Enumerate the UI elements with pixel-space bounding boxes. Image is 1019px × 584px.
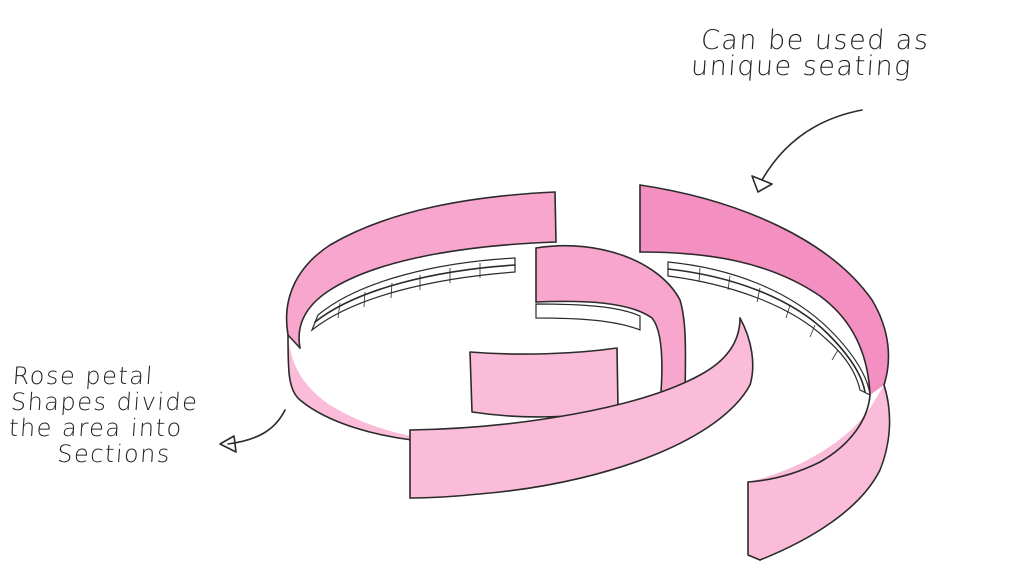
inner-petal-wall [469, 347, 619, 418]
petal-annotation-line-4: Sections [56, 440, 172, 468]
bench-slats [337, 263, 839, 361]
seating-annotation-line-2: unique seating [690, 51, 914, 82]
center-wall-face [536, 245, 686, 405]
arrow-to-outer-wall-icon [751, 109, 863, 193]
front-curved-wall [409, 317, 754, 499]
right-bench [667, 261, 871, 397]
left-petal-outer-face [287, 335, 412, 440]
petal-annotation-line-1: Rose petal [11, 362, 155, 390]
petal-annotation-line-3: the area into [8, 414, 184, 442]
center-curved-wall [535, 244, 687, 406]
inner-petal-face [470, 348, 618, 417]
petal-annotation-line-2: Shapes divide [9, 388, 200, 416]
left-petal-wall [285, 191, 557, 441]
left-bench [310, 257, 516, 332]
front-wall-face [410, 318, 753, 498]
right-wall-inner-face [640, 185, 889, 395]
center-bench [535, 303, 641, 331]
right-outer-wall [639, 184, 891, 561]
arrow-to-petals-icon [219, 409, 286, 453]
left-petal-inner-face [286, 192, 556, 348]
right-wall-outer-face [748, 385, 890, 560]
